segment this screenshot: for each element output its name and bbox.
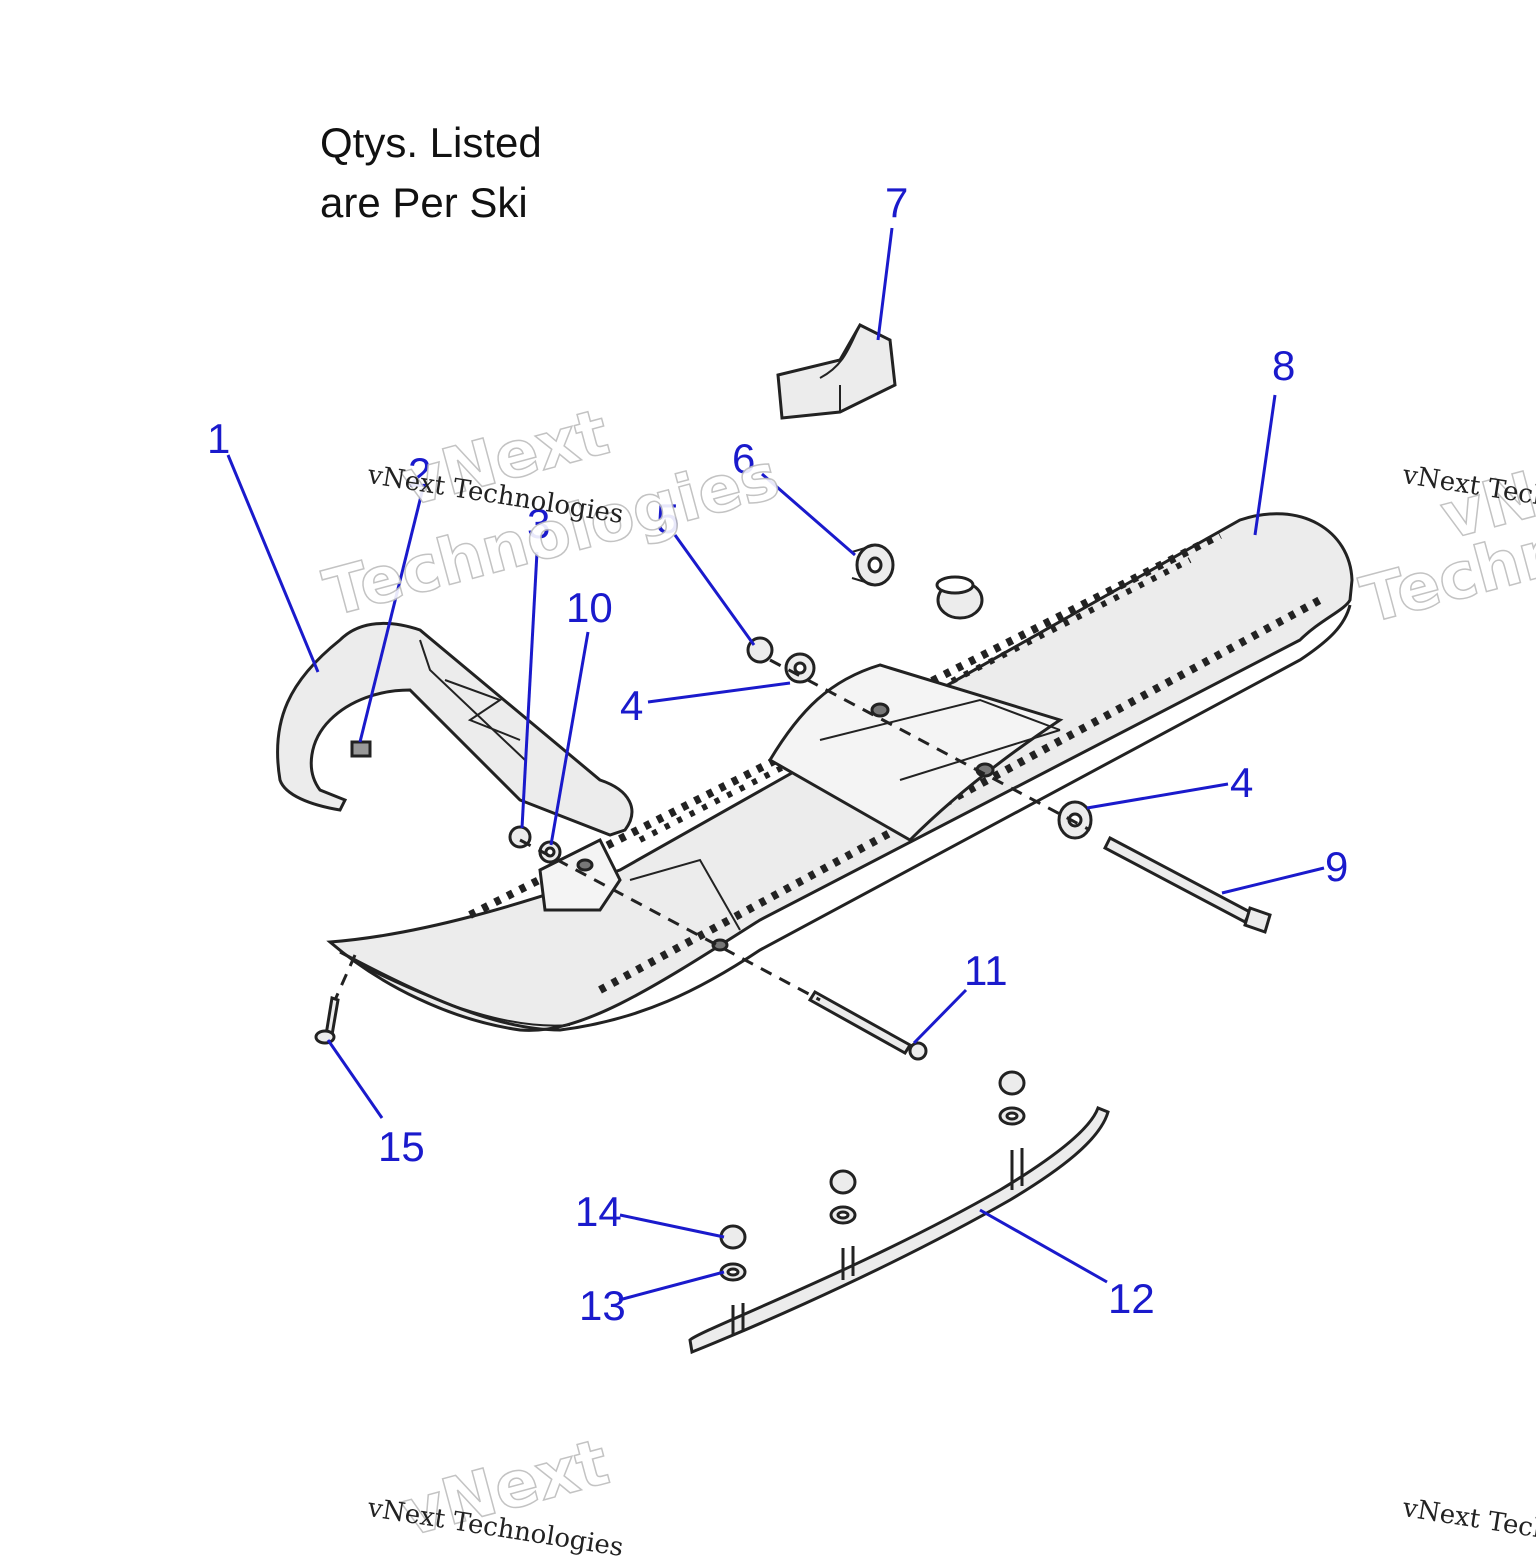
leader-lines	[226, 227, 1325, 1302]
callout-15[interactable]: 15	[378, 1123, 425, 1170]
callout-7[interactable]: 7	[885, 179, 909, 226]
callout-3[interactable]: 3	[527, 500, 551, 547]
note-line-1: Qtys. Listed	[320, 119, 542, 166]
note-line-2: are Per Ski	[320, 179, 528, 226]
bushings	[851, 543, 984, 620]
callout-8[interactable]: 8	[1272, 342, 1296, 389]
callout-9[interactable]: 9	[1325, 843, 1349, 890]
assembly-lines	[333, 658, 1091, 1002]
ski-handle	[276, 621, 634, 837]
callout-13[interactable]: 13	[579, 1282, 626, 1329]
callout-10[interactable]: 10	[566, 584, 613, 631]
runner	[688, 1106, 1110, 1355]
ski-body	[326, 512, 1354, 1032]
callout-11[interactable]: 11	[964, 947, 1008, 994]
callout-4-upper[interactable]: 4	[620, 682, 644, 729]
callout-2[interactable]: 2	[408, 449, 432, 496]
bolts	[314, 835, 1272, 1061]
callout-12[interactable]: 12	[1108, 1275, 1155, 1322]
callout-6[interactable]: 6	[732, 435, 756, 482]
callout-4-lower[interactable]: 4	[1230, 759, 1254, 806]
bumper-block	[776, 323, 897, 420]
callout-14[interactable]: 14	[575, 1188, 622, 1235]
callout-1[interactable]: 1	[207, 415, 231, 462]
callout-5[interactable]: 5	[656, 495, 680, 542]
small-hardware	[508, 636, 1093, 1282]
